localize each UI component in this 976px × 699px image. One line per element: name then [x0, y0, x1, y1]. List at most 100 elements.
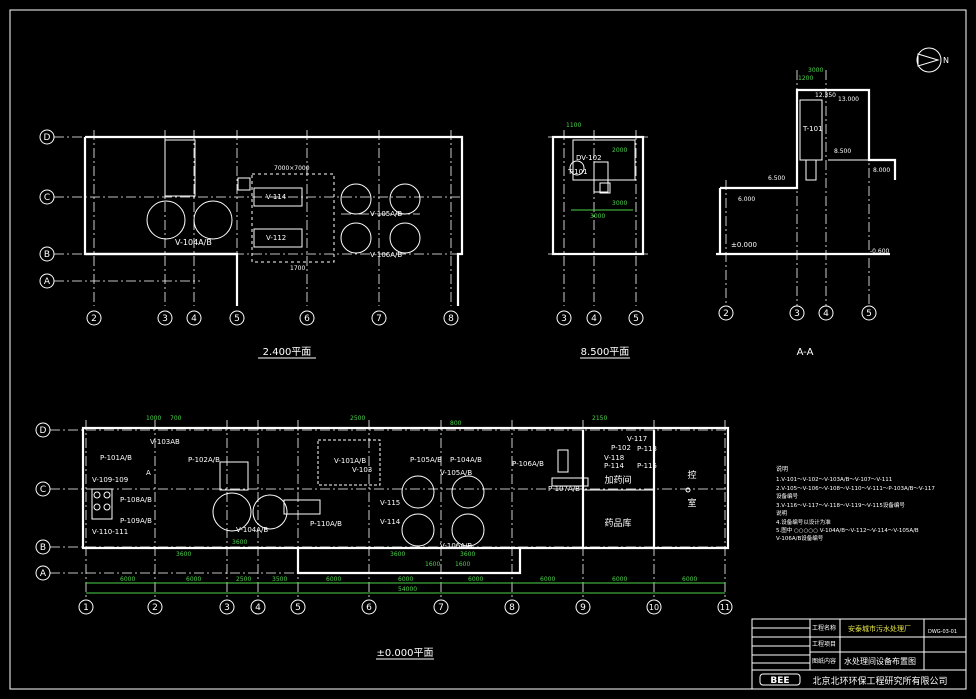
b-axis-bubble-5: 5 — [290, 599, 306, 615]
svg-text:2: 2 — [152, 603, 158, 613]
b-v106: V-106A/B — [440, 542, 472, 550]
dim-top-5: 2150 — [592, 415, 607, 422]
label-v112: V-112 — [266, 234, 286, 242]
axis-bubble-2: 2 — [86, 310, 102, 326]
notes-block: 说明 1.V-101～V-102～V-103A/B～V-107～V-111 2.… — [776, 465, 935, 542]
title-section-aa: A-A — [797, 347, 814, 358]
dim-seg-7: 6000 — [468, 576, 483, 583]
b-v104: V-104A/B — [236, 526, 268, 534]
drawing-frame — [9, 9, 967, 690]
b-p115: P-115 — [637, 462, 657, 470]
room-storage: 药品库 — [604, 517, 631, 529]
dim-seg-8: 6000 — [540, 576, 555, 583]
label-v114: V-114 — [266, 193, 287, 201]
axis-bubble-sec-2: 2 — [718, 305, 734, 321]
b-axis-bubble-6: 6 — [361, 599, 377, 615]
axis-bubble-mid-3: 3 — [556, 310, 572, 326]
svg-text:4: 4 — [255, 603, 261, 613]
axis-bubble-a: A — [39, 273, 55, 289]
mid-label-t101: T-101 — [567, 168, 588, 176]
room-control-1: 控 — [687, 469, 696, 481]
section-a-a: 3000 1200 12.350 13.000 T-101 8.500 8.00… — [716, 67, 897, 358]
tb-project-label: 工程名称 — [812, 624, 836, 632]
axis-bubble-5: 5 — [229, 310, 245, 326]
svg-text:2: 2 — [91, 314, 97, 324]
notes-line-4: 3.V-116～V-117～V-118～V-119～V-115设备编号 — [776, 501, 905, 509]
room-control-2: 室 — [687, 497, 696, 509]
sec-elev-1: 12.350 — [815, 92, 836, 99]
axis-bubble-mid-4: 4 — [586, 310, 602, 326]
notes-line-1: 1.V-101～V-102～V-103A/B～V-107～V-111 — [776, 477, 892, 483]
b-v101: V-101A/B — [334, 457, 366, 465]
svg-text:8: 8 — [448, 314, 454, 324]
sec-elev-2: 13.000 — [838, 96, 859, 103]
axis-bubble-4: 4 — [186, 310, 202, 326]
dim-top-3: 2500 — [350, 415, 365, 422]
sec-t101: T-101 — [802, 125, 823, 133]
tb-content-label: 图纸内容 — [812, 657, 836, 665]
label-v105: V-105A/B — [370, 210, 402, 218]
svg-text:4: 4 — [591, 314, 597, 324]
b-axis-bubble-d: D — [35, 422, 51, 438]
svg-text:C: C — [44, 193, 50, 203]
axis-bubble-3: 3 — [157, 310, 173, 326]
dim-top-4: 800 — [450, 420, 462, 427]
svg-text:A: A — [44, 277, 51, 287]
title-8500-plan: 8.500平面 — [581, 347, 630, 358]
notes-line-3: 设备编号 — [776, 492, 799, 500]
b-v118: V-118 — [604, 454, 624, 462]
notes-line-7: 5.图中 ○○○○○ V-104A/B～V-112～V-114～V-105A/B — [776, 526, 919, 534]
tb-company: 北京北环环保工程研究所有限公司 — [812, 675, 947, 687]
svg-text:3: 3 — [561, 314, 567, 324]
svg-text:5: 5 — [234, 314, 240, 324]
dim-seg-10: 6000 — [682, 576, 697, 583]
dim-seg-9: 6000 — [612, 576, 627, 583]
svg-text:6: 6 — [304, 314, 310, 324]
axis-bubble-sec-4: 4 — [818, 305, 834, 321]
mid-dim-top: 1100 — [566, 122, 581, 129]
plan-bottom: P-101A/B V-103AB P-102A/B V-109-109 P-10… — [35, 415, 733, 660]
b-v114: V-114 — [380, 518, 401, 526]
tb-drawing-no: DWG-03-01 — [928, 629, 957, 635]
b-p113: P-113 — [637, 445, 657, 453]
axis-bubble-mid-5: 5 — [628, 310, 644, 326]
label-v106: V-106A/B — [370, 251, 402, 259]
svg-text:5: 5 — [866, 309, 872, 319]
b-axis-bubble-4: 4 — [250, 599, 266, 615]
label-dim-platform: 7000×7000 — [274, 165, 310, 172]
svg-text:5: 5 — [295, 603, 301, 613]
plan-top-mid: 1100 DV-102 T-101 3000 2000 3000 3 4 5 8… — [548, 122, 650, 359]
b-axis-bubble-11: 11 — [717, 599, 733, 615]
sec-dim-top: 3000 — [808, 67, 823, 74]
svg-text:5: 5 — [633, 314, 639, 324]
room-dosing: 加药间 — [604, 474, 631, 486]
sec-elev-7: ±0.000 — [731, 241, 757, 249]
sec-elev-3: 8.500 — [834, 148, 851, 155]
dim-inner-3: 3600 — [390, 551, 405, 558]
svg-text:B: B — [40, 543, 46, 553]
title-0000-plan: ±0.000平面 — [376, 648, 433, 659]
label-v104: V-104A/B — [175, 238, 212, 247]
b-p105: P-105A/B — [410, 456, 442, 464]
svg-text:B: B — [44, 250, 50, 260]
svg-text:4: 4 — [823, 309, 829, 319]
svg-text:6: 6 — [366, 603, 372, 613]
notes-line-8: V-106A/B设备编号 — [776, 534, 824, 542]
svg-text:4: 4 — [191, 314, 197, 324]
axis-bubble-8: 8 — [443, 310, 459, 326]
dim-seg-4: 3500 — [272, 576, 287, 583]
svg-text:7: 7 — [376, 314, 382, 324]
dim-top-2: 700 — [170, 415, 182, 422]
svg-text:3: 3 — [162, 314, 168, 324]
axis-bubble-b: B — [39, 246, 55, 262]
axis-bubble-7: 7 — [371, 310, 387, 326]
dim-total: 54000 — [398, 586, 417, 593]
b-axis-bubble-8: 8 — [504, 599, 520, 615]
b-axis-bubble-1: 1 — [78, 599, 94, 615]
dim-inner-1: 3600 — [176, 551, 191, 558]
b-axis-bubble-9: 9 — [575, 599, 591, 615]
b-v117: V-117 — [627, 435, 647, 443]
b-p108: P-108A/B — [120, 496, 152, 504]
